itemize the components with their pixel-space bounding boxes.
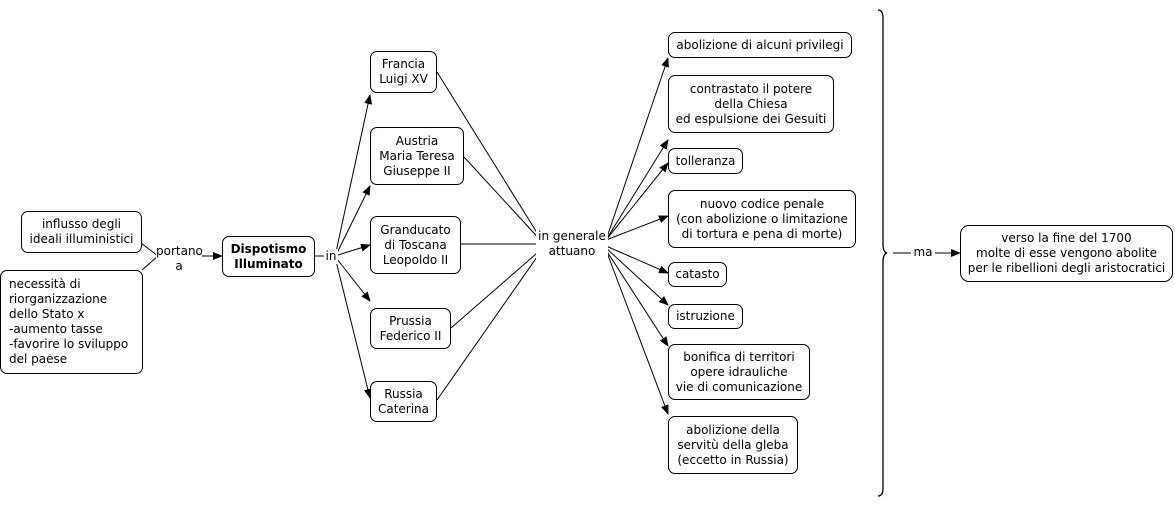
edge-in-francia (335, 94, 373, 253)
node-francia: Francia Luigi XV (370, 51, 437, 93)
node-servitu: abolizione della servitù della gleba (ec… (668, 416, 798, 474)
edge-attuano-catasto (605, 245, 669, 274)
edge-attuano-privilegi (605, 57, 669, 241)
node-toscana: Granducato di Toscana Leopoldo II (370, 216, 461, 274)
node-catasto: catasto (668, 262, 727, 287)
label-portano: portano a (156, 244, 203, 274)
node-bonifica: bonifica di territori opere idrauliche v… (668, 344, 810, 400)
label-attuano: in generale attuano (536, 229, 608, 259)
node-tolleranza: tolleranza (668, 148, 743, 174)
node-prussia: Prussia Federico II (370, 308, 451, 349)
edge-attuano-tolleranza (605, 162, 669, 241)
edge-necessita-portano (141, 255, 159, 271)
node-influsso: influsso degli ideali illuministici (21, 211, 142, 253)
edge-russia-attuano (436, 246, 545, 401)
node-dispotismo: Dispotismo Illuminato (222, 236, 315, 277)
edge-attuano-istruzione (605, 247, 669, 306)
edge-influsso-portano (140, 242, 159, 257)
edge-in-austria (336, 185, 371, 254)
node-chiesa: contrastato il potere della Chiesa ed es… (668, 75, 834, 133)
right-brace (877, 9, 888, 497)
edge-in-russia (335, 260, 372, 399)
edge-francia-attuano (436, 71, 545, 245)
edge-attuano-codice (605, 215, 669, 241)
label-ma: ma (911, 245, 935, 260)
node-codice: nuovo codice penale (con abolizione o li… (668, 190, 856, 248)
node-necessita: necessità di riorganizzazione dello Stat… (0, 270, 143, 374)
node-istruzione: istruzione (668, 304, 743, 329)
node-privilegi: abolizione di alcuni privilegi (668, 32, 852, 58)
edge-prussia-attuano (450, 246, 545, 329)
node-austria: Austria Maria Teresa Giuseppe II (370, 127, 464, 185)
edge-attuano-bonifica (605, 249, 669, 347)
edge-in-prussia (336, 258, 371, 302)
node-russia: Russia Caterina (370, 381, 437, 422)
label-in: in (324, 249, 338, 264)
edge-austria-attuano (463, 156, 545, 245)
edge-attuano-chiesa (605, 139, 669, 241)
edge-in-toscana (337, 243, 371, 256)
edge-attuano-servitu (605, 249, 669, 415)
node-fine1700: verso la fine del 1700 molte di esse ven… (960, 225, 1173, 282)
